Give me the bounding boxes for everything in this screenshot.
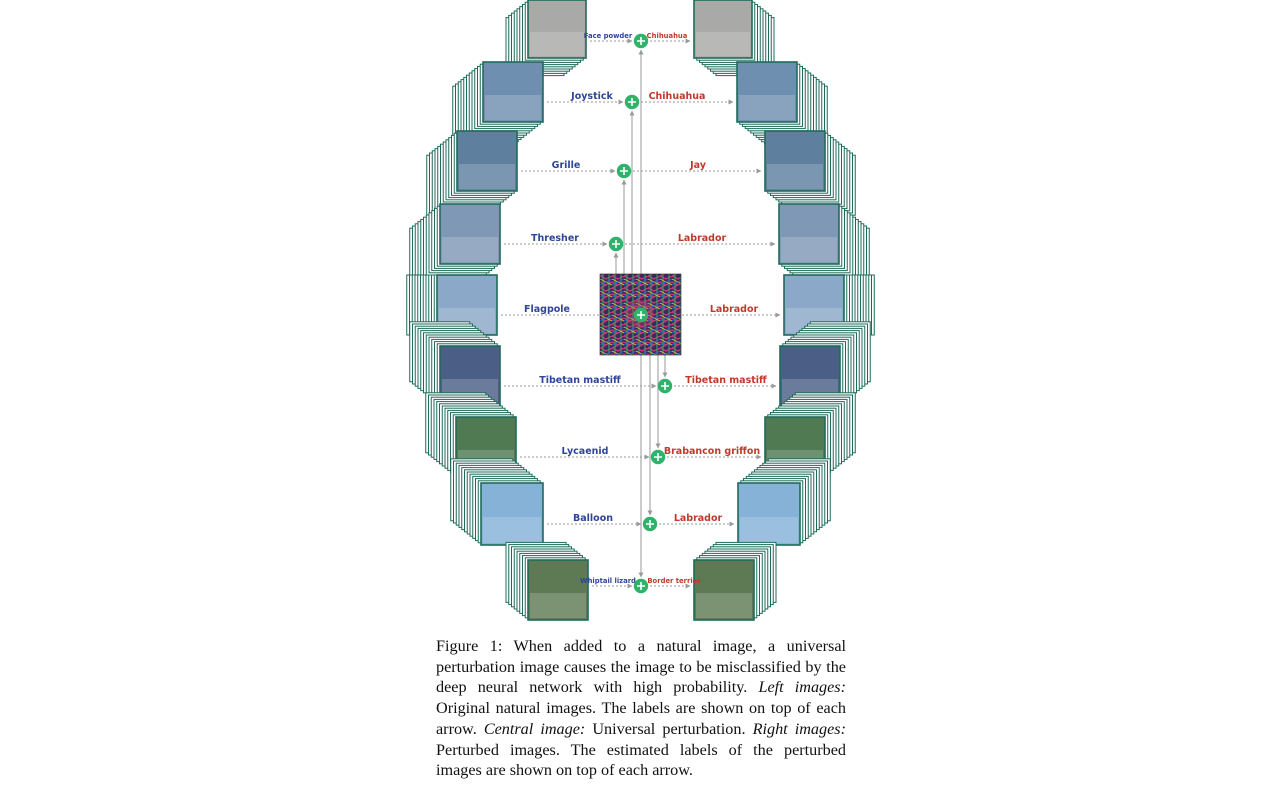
plus-icon [608,236,624,252]
plus-icon [633,578,649,594]
original-image-3 [426,130,518,216]
arrows [501,38,781,589]
plus-icon [650,449,666,465]
original-label: Balloon [573,513,613,524]
caption-left-text: Original natural images. The labels are … [436,699,846,738]
caption-left-em: Left images: [758,678,847,697]
perturbed-label: Labrador [674,513,723,524]
plus-icon [616,163,632,179]
perturbed-label: Brabancon griffon [664,446,761,457]
perturbed-label: Jay [689,160,707,171]
original-label: Tibetan mastiff [539,375,621,386]
plus-icon [633,307,649,323]
original-image-6 [409,321,501,407]
plus-icon [642,516,658,532]
perturbed-label: Border terrier [647,577,701,585]
caption-right-em: Right images: [752,719,846,738]
caption-central-text: Universal perturbation. [585,719,753,738]
perturbed-label: Tibetan mastiff [685,375,767,386]
original-image-9 [505,541,589,621]
perturbed-image-1 [693,0,775,77]
plus-icon [624,94,640,110]
original-label: Flagpole [524,304,570,315]
original-image-8 [450,458,544,546]
perturbed-image-6 [779,321,871,407]
perturbed-label: Labrador [710,304,759,315]
original-label: Face powder [584,32,633,40]
perturbed-image-5 [783,274,875,336]
plus-icon [657,378,673,394]
original-label: Lycaenid [562,446,609,457]
perturbed-image-8 [737,458,831,546]
plus-nodes [608,33,673,594]
original-label: Grille [552,160,581,171]
caption-right-text: Perturbed images. The estimated labels o… [436,740,846,780]
perturbed-label: Chihuahua [647,32,688,40]
figure-caption: Figure 1: When added to a natural image,… [436,636,846,781]
caption-central-em: Central image: [483,719,586,738]
perturbed-label: Labrador [678,233,727,244]
caption-prefix: Figure 1: When added to a natural image,… [436,637,846,697]
plus-icon [633,33,649,49]
original-label: Thresher [531,233,579,244]
original-label: Joystick [570,91,613,102]
perturbed-label: Chihuahua [649,91,706,102]
perturbed-image-9 [693,541,777,621]
image-stacks [406,0,875,621]
original-label: Whiptail lizard [580,577,636,585]
perturbed-image-3 [764,130,856,216]
